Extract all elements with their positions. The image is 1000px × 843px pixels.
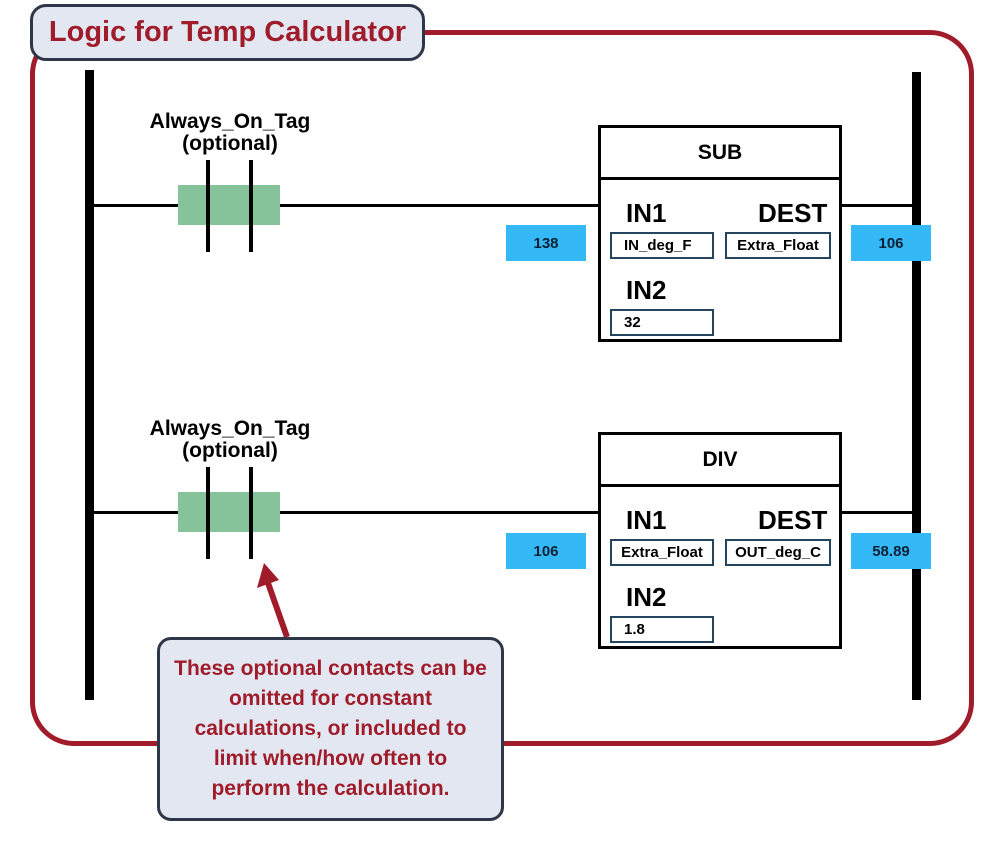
div-dest-label: DEST (758, 505, 828, 535)
sub-dest-live-value: 106 (851, 225, 931, 261)
div-in1-live-value: 106 (506, 533, 586, 569)
div-in2-label: IN2 (626, 582, 667, 612)
rung-2-contact-bar-right (249, 467, 253, 559)
rung-1-wire-right (840, 204, 914, 207)
right-power-rail (912, 72, 921, 700)
sub-dest-label: DEST (758, 198, 828, 228)
div-in1-tag[interactable]: Extra_Float (610, 539, 714, 566)
div-in1-label: IN1 (626, 505, 667, 535)
div-in2-value[interactable]: 1.8 (610, 616, 714, 643)
rung-2-contact-note: (optional) (182, 439, 278, 462)
sub-instruction-block[interactable]: SUB IN1 DEST IN_deg_F Extra_Float IN2 32 (598, 125, 842, 342)
sub-instruction-name: SUB (601, 128, 839, 180)
div-instruction-name: DIV (601, 435, 839, 487)
rung-1-contact-highlight (178, 185, 280, 225)
rung-1-wire-left (92, 204, 600, 207)
rung-1-contact-bar-right (249, 160, 253, 252)
div-dest-tag[interactable]: OUT_deg_C (725, 539, 831, 566)
rung-2-wire-left (92, 511, 600, 514)
callout-text: These optional contacts can be omitted f… (174, 657, 487, 800)
sub-in2-value[interactable]: 32 (610, 309, 714, 336)
sub-in1-label: IN1 (626, 198, 667, 228)
rung-1-contact-bar-left (206, 160, 210, 252)
rung-2-contact-label: Always_On_Tag (optional) (140, 418, 320, 462)
rung-2-wire-right (840, 511, 914, 514)
left-power-rail (85, 70, 94, 700)
sub-in2-label: IN2 (626, 275, 667, 305)
rung-2-contact-bar-left (206, 467, 210, 559)
rung-1-contact-tag: Always_On_Tag (149, 110, 311, 133)
diagram-title: Logic for Temp Calculator (30, 4, 425, 61)
rung-2-contact-highlight (178, 492, 280, 532)
sub-in1-tag[interactable]: IN_deg_F (610, 232, 714, 259)
callout-note: These optional contacts can be omitted f… (157, 637, 504, 821)
sub-dest-tag[interactable]: Extra_Float (725, 232, 831, 259)
div-dest-live-value: 58.89 (851, 533, 931, 569)
rung-1-contact-label: Always_On_Tag (optional) (140, 111, 320, 155)
rung-2-contact-tag: Always_On_Tag (149, 417, 311, 440)
div-instruction-block[interactable]: DIV IN1 DEST Extra_Float OUT_deg_C IN2 1… (598, 432, 842, 649)
rung-1-contact-note: (optional) (182, 132, 278, 155)
sub-in1-live-value: 138 (506, 225, 586, 261)
